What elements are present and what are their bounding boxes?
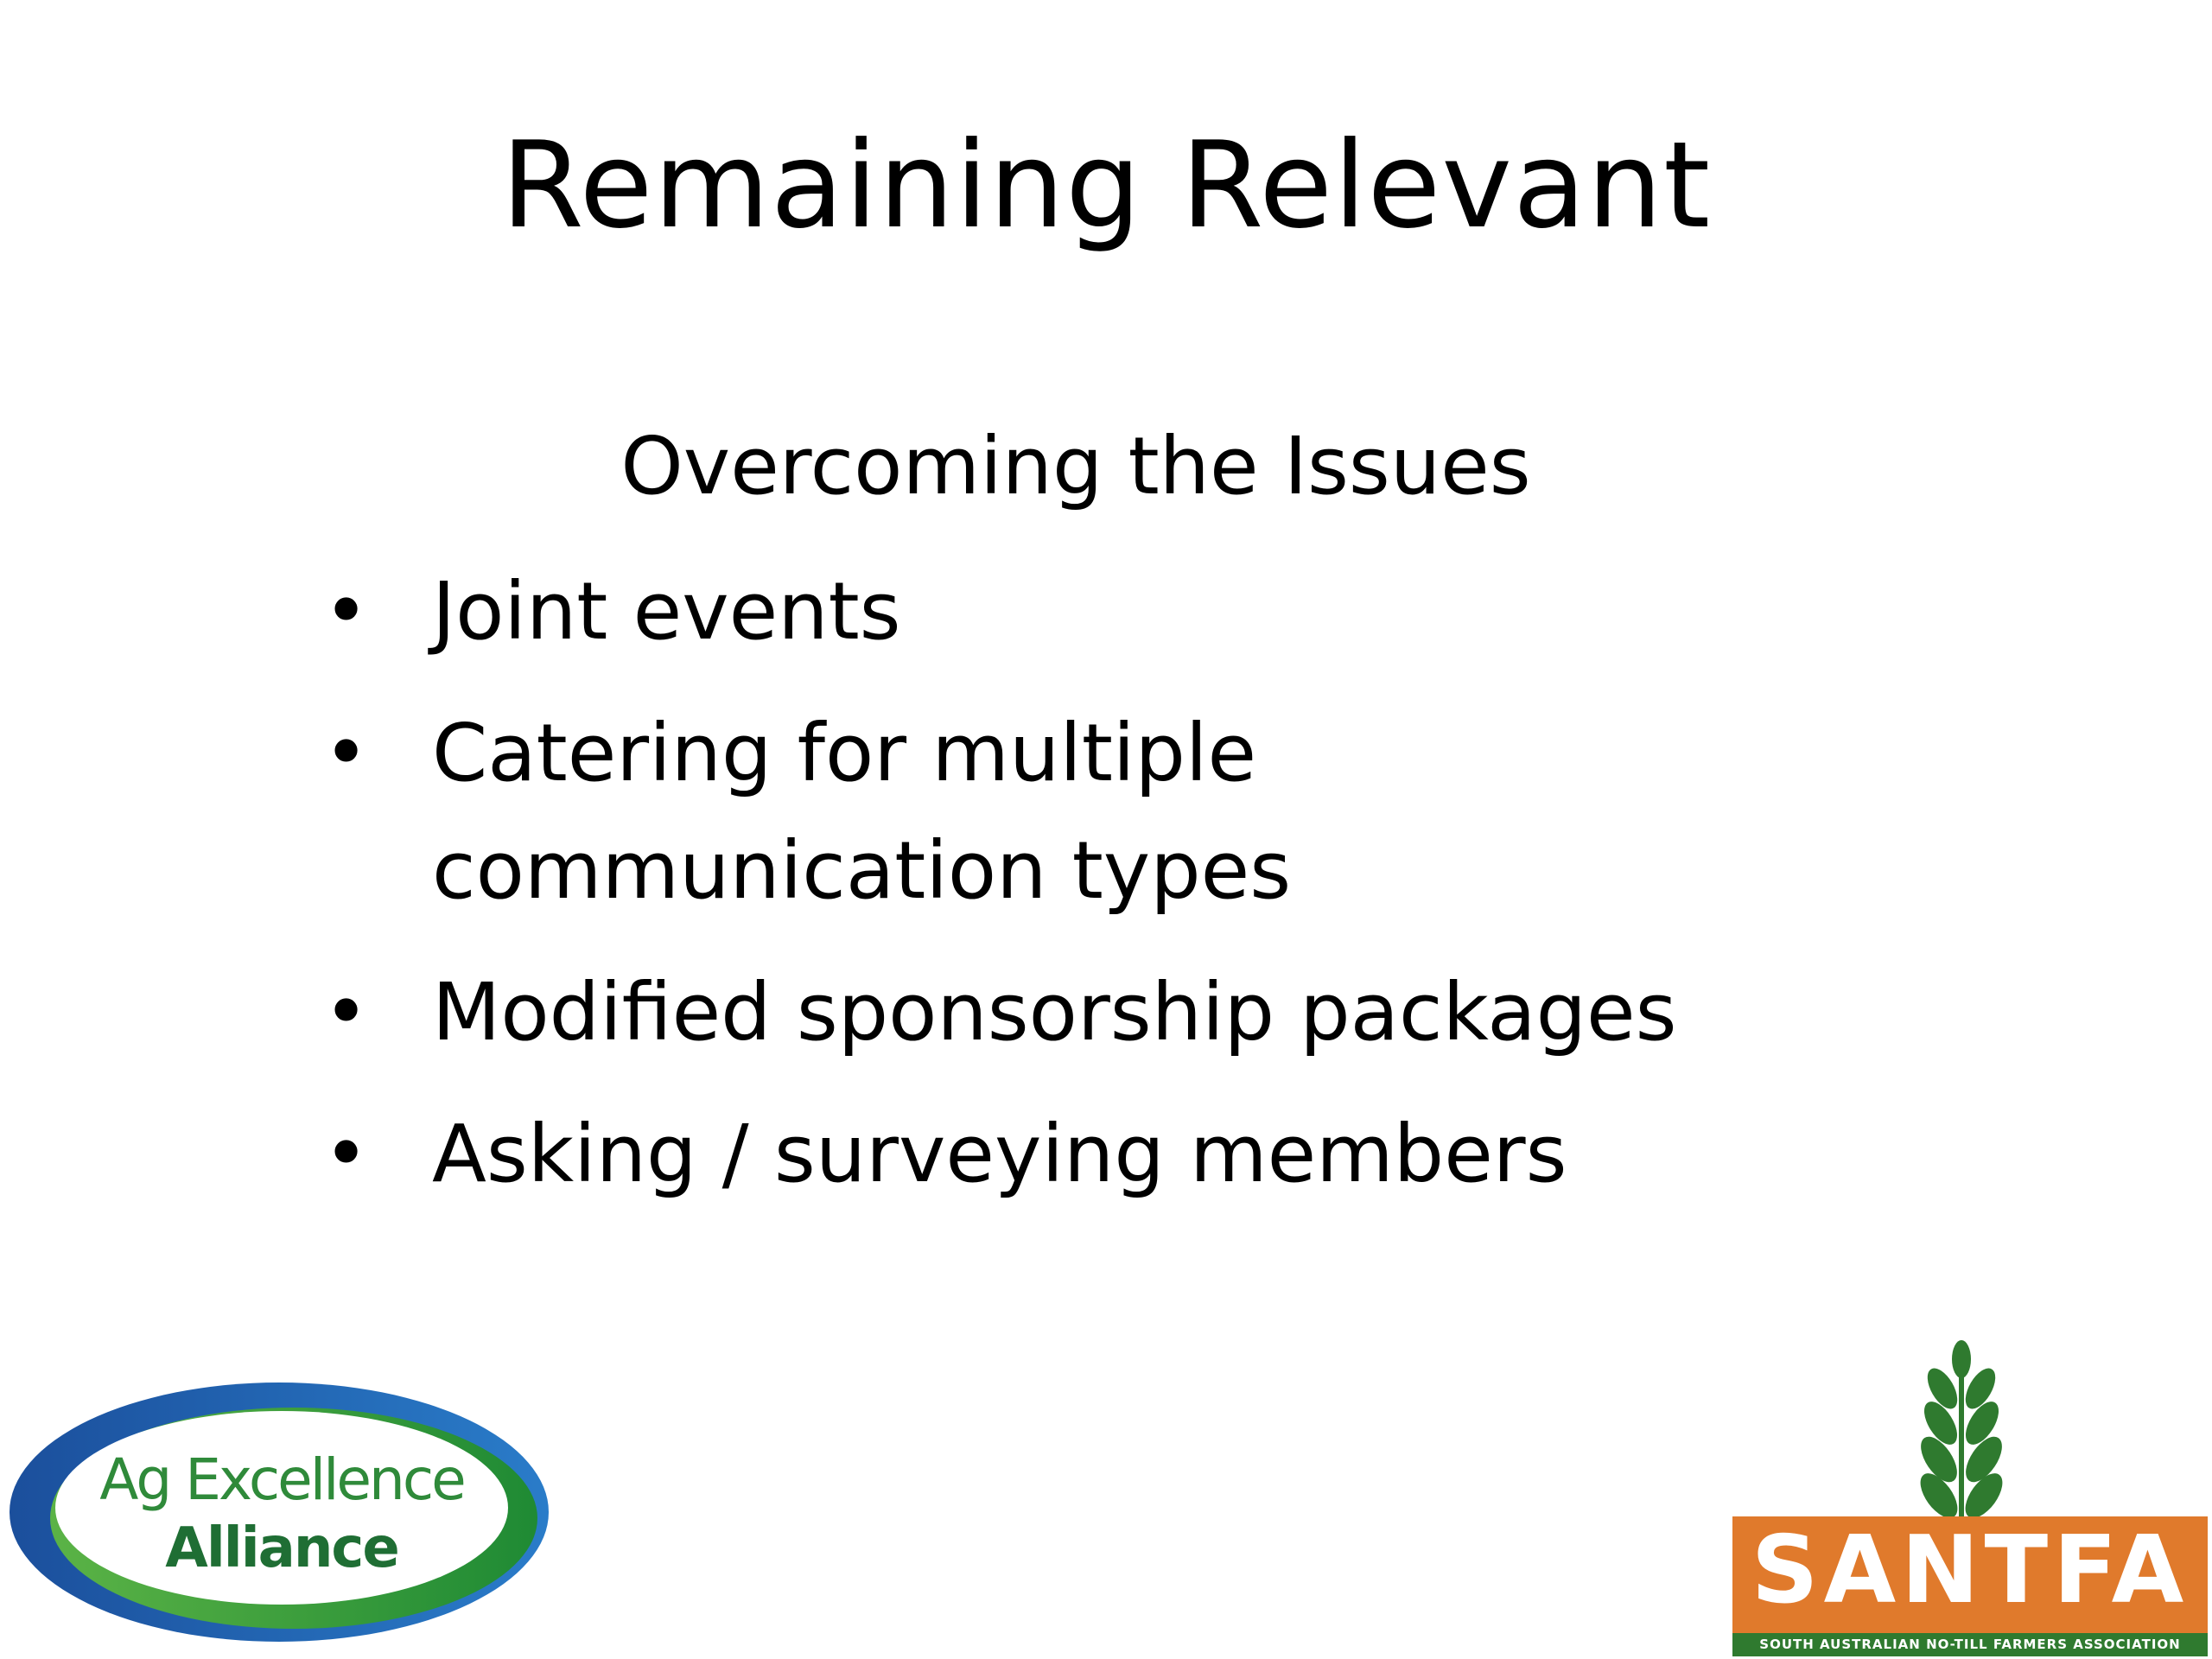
bullet-dot-icon: • (323, 967, 370, 1058)
ag-logo-line2: Alliance (165, 1516, 397, 1580)
santfa-logo: SANTFA SOUTH AUSTRALIAN NO-TILL FARMERS … (1732, 1335, 2212, 1659)
bullet-text: Modified sponsorship packages (432, 966, 1677, 1058)
slide-title: Remaining Relevant (500, 116, 1712, 255)
santfa-tagline: SOUTH AUSTRALIAN NO-TILL FARMERS ASSOCIA… (1732, 1633, 2208, 1656)
bullet-item: • Joint events (311, 553, 1866, 671)
ag-logo-inner (55, 1411, 508, 1605)
bullet-list: • Joint events • Catering for multiple c… (311, 553, 1866, 1237)
bullet-item: • Modified sponsorship packages (311, 954, 1866, 1071)
bullet-dot-icon: • (323, 1109, 370, 1199)
bullet-text: Catering for multiple communication type… (432, 707, 1292, 917)
bullet-dot-icon: • (323, 566, 370, 657)
bullet-item: • Catering for multiple communication ty… (311, 695, 1866, 930)
bullet-item: • Asking / surveying members (311, 1096, 1866, 1213)
bullet-text: Joint events (432, 565, 901, 658)
ag-excellence-logo: Ag Excellence Alliance (10, 1382, 549, 1642)
wheat-icon (1920, 1340, 2003, 1633)
santfa-wordmark: SANTFA (1751, 1516, 2190, 1624)
bullet-text: Asking / surveying members (432, 1108, 1567, 1200)
bullet-dot-icon: • (323, 708, 370, 798)
slide-subtitle: Overcoming the Issues (620, 420, 1531, 512)
ag-logo-line1: Ag Excellence (99, 1446, 464, 1513)
